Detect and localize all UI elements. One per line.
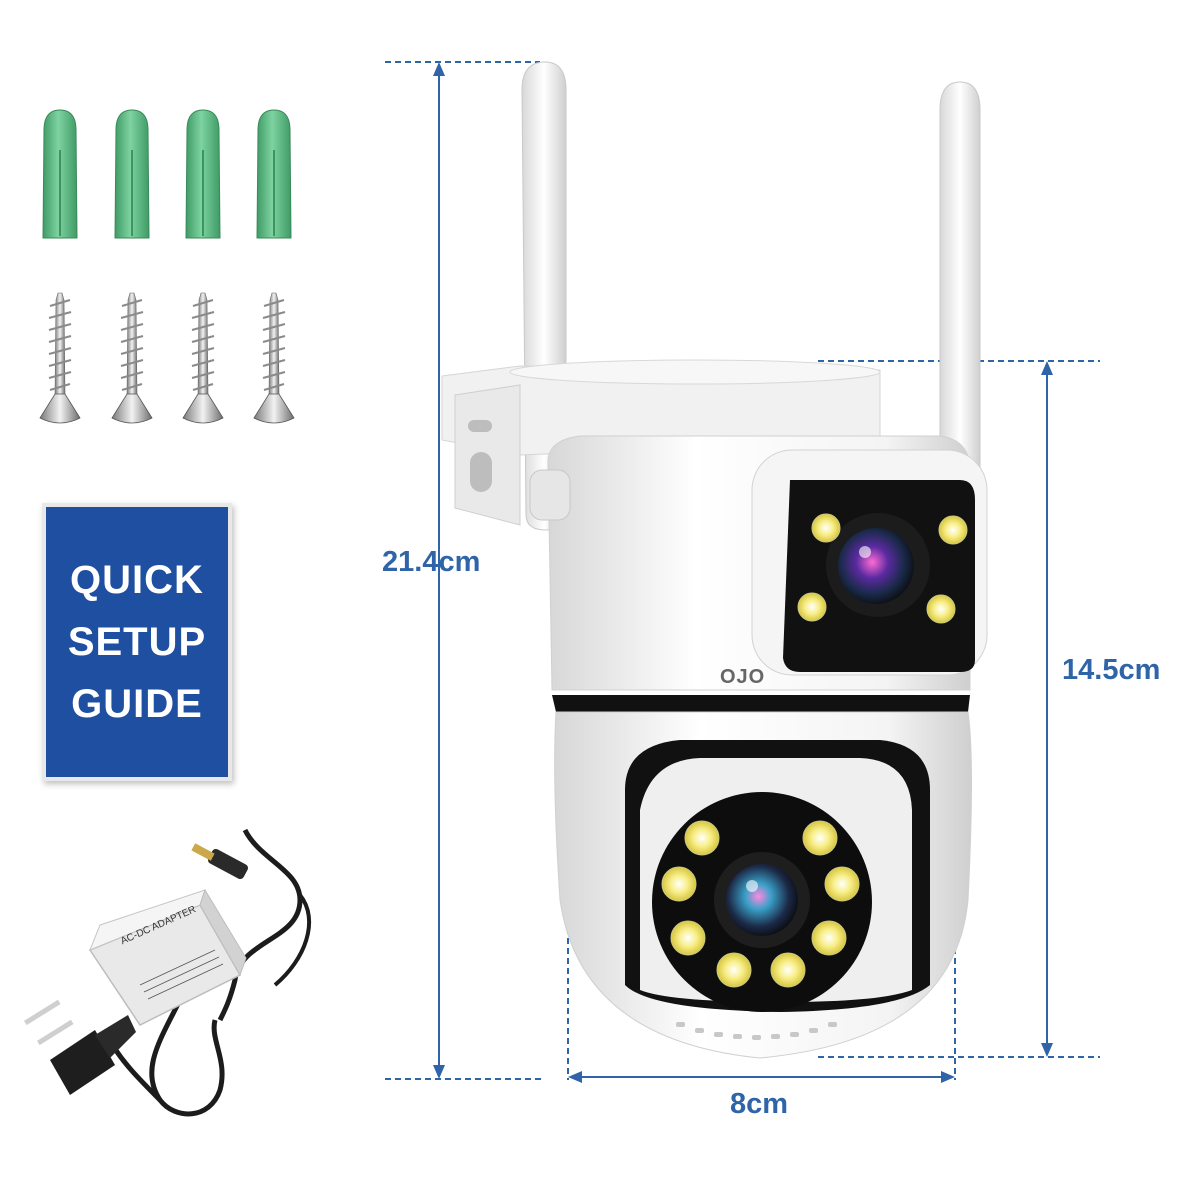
wall-anchor-icon bbox=[185, 109, 221, 239]
guide-line-2: SETUP bbox=[67, 620, 207, 664]
screw-icon bbox=[111, 292, 153, 424]
power-adapter: AC-DC ADAPTER bbox=[23, 828, 311, 1117]
wall-anchors bbox=[42, 109, 292, 239]
screws bbox=[39, 292, 295, 424]
wall-anchor-icon bbox=[114, 109, 150, 239]
screw-icon bbox=[182, 292, 224, 424]
upper-leds bbox=[797, 513, 968, 624]
upper-lens-icon bbox=[838, 528, 914, 604]
dimension-lines bbox=[385, 61, 1100, 1083]
antenna-right bbox=[939, 81, 981, 471]
screw-icon bbox=[253, 292, 295, 424]
lower-lens-icon bbox=[726, 864, 798, 936]
height-total-label: 21.4cm bbox=[382, 546, 481, 578]
camera: OJO bbox=[441, 61, 988, 1059]
guide-line-3: GUIDE bbox=[71, 682, 203, 726]
vent-slots bbox=[676, 1022, 837, 1040]
guide-line-1: QUICK bbox=[70, 558, 204, 602]
height-body-label: 14.5cm bbox=[1062, 654, 1161, 686]
wall-anchor-icon bbox=[256, 109, 292, 239]
quick-setup-guide: QUICK SETUP GUIDE bbox=[42, 503, 232, 781]
width-label: 8cm bbox=[730, 1088, 789, 1120]
brand-logo: OJO bbox=[720, 666, 765, 688]
lower-leds bbox=[661, 820, 860, 988]
